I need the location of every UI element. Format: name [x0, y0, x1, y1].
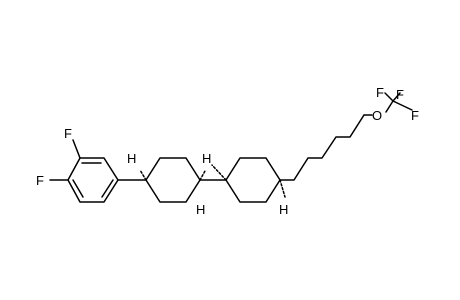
cyclohexane-ring-2: [225, 157, 281, 203]
bond-cf3-f-top: [392, 92, 401, 102]
benzene-ring: [67, 157, 119, 203]
atom-h-cyclohexyl-4: H: [279, 202, 288, 217]
aromatic-double-bond-2: [72, 179, 84, 198]
stereo-hash-3: [211, 164, 227, 181]
benzene-ring-bonds: [67, 157, 119, 203]
atom-h-cyclohexyl-3: H: [202, 151, 211, 166]
atom-f-para: F: [36, 173, 44, 188]
atom-f-meta: F: [64, 126, 72, 141]
atom-f-cf3-right: F: [411, 108, 419, 123]
stereo-hash-1: [139, 169, 147, 181]
atom-h-cyclohexyl-2: H: [196, 202, 205, 217]
bond-cf3-f-right: [392, 100, 413, 111]
atom-h-cyclohexyl-1: H: [127, 151, 136, 166]
butyl-chain: [279, 114, 365, 181]
cyclohexane-ring-1: [145, 157, 201, 203]
bond-cf3-f-left: [384, 92, 394, 102]
stereo-hash-4: [279, 179, 286, 198]
aromatic-double-bond-3: [101, 179, 114, 198]
atom-f-cf3-left: F: [376, 85, 384, 100]
bond-c3-f: [72, 139, 81, 159]
atom-f-cf3-top: F: [396, 87, 404, 102]
atom-o-ether: O: [372, 108, 382, 123]
bond-o-cf3: [385, 100, 394, 113]
stereo-hash-2: [199, 170, 206, 181]
